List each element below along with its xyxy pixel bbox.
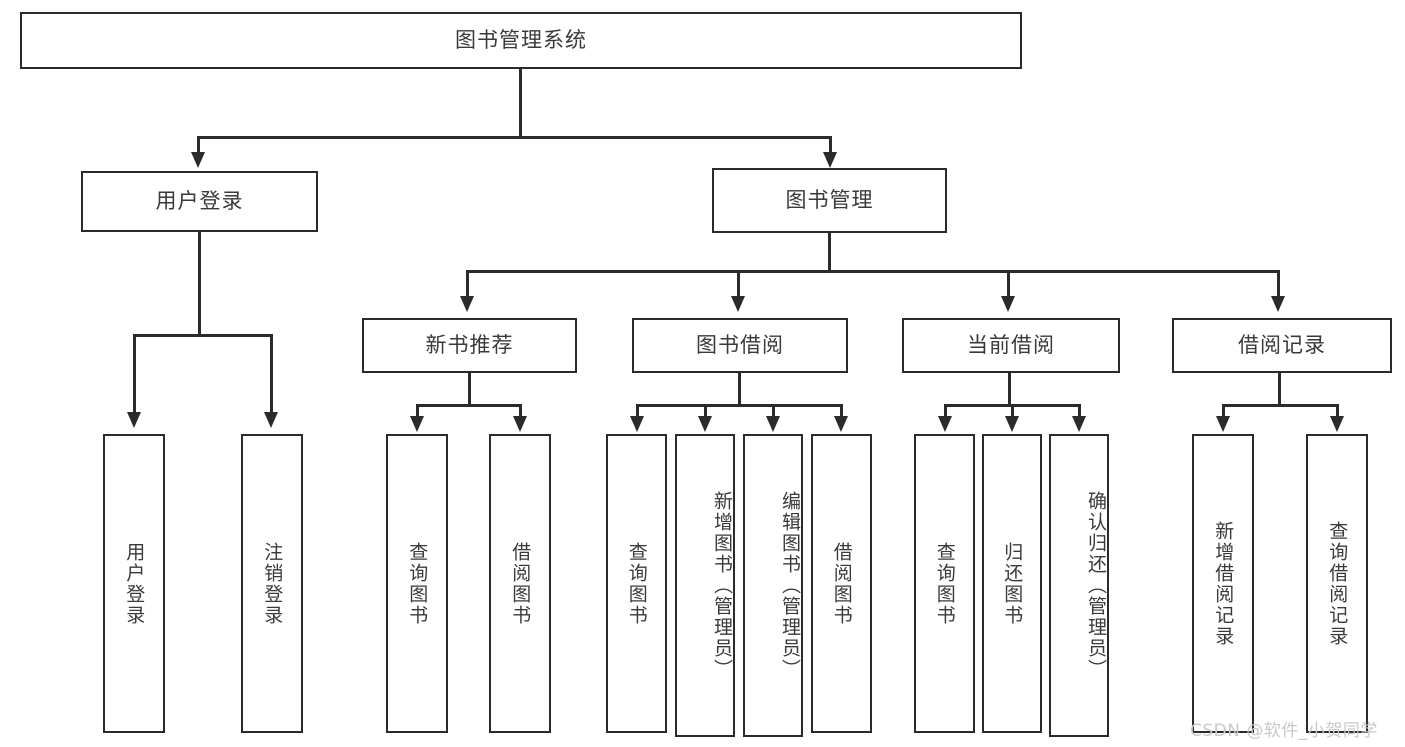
leaf-query-book-bb[interactable]: 查询图书 bbox=[606, 434, 667, 733]
arrow-nbr-leaf-2 bbox=[513, 416, 527, 432]
connector-nbr-drop-2 bbox=[519, 404, 522, 418]
connector-bb-drop-1 bbox=[636, 404, 639, 418]
leaf-label: 归还图书 bbox=[1001, 541, 1024, 626]
connector-br-stem bbox=[1278, 373, 1281, 405]
arrow-nbr-leaf-1 bbox=[410, 416, 424, 432]
node-new-book-recommend[interactable]: 新书推荐 bbox=[362, 318, 577, 373]
arrow-br-leaf-2 bbox=[1330, 416, 1344, 432]
leaf-add-book-admin[interactable]: 新增图书（管理员） bbox=[675, 434, 735, 737]
leaf-label: 查询图书 bbox=[625, 541, 648, 626]
arrow-cb-leaf-3 bbox=[1072, 416, 1086, 432]
arrow-to-borrow-record bbox=[1271, 296, 1285, 312]
node-label: 新书推荐 bbox=[425, 332, 514, 357]
node-user-login[interactable]: 用户登录 bbox=[81, 171, 318, 232]
connector-user-login-drop-1 bbox=[133, 334, 136, 416]
connector-bm-drop-new-book bbox=[466, 270, 469, 300]
connector-nbr-stem bbox=[468, 373, 471, 405]
connector-bb-bar bbox=[636, 404, 842, 407]
connector-root-bar bbox=[197, 136, 831, 139]
connector-bm-drop-record bbox=[1277, 270, 1280, 300]
leaf-label: 查询图书 bbox=[933, 541, 956, 626]
leaf-confirm-return-admin[interactable]: 确认归还（管理员） bbox=[1049, 434, 1109, 737]
leaf-label: 借阅图书 bbox=[830, 541, 853, 626]
leaf-label: 新增借阅记录 bbox=[1212, 520, 1235, 647]
leaf-label: 查询图书 bbox=[406, 541, 429, 626]
leaf-label: 查询借阅记录 bbox=[1326, 520, 1349, 647]
leaf-query-book-nbr[interactable]: 查询图书 bbox=[386, 434, 448, 733]
leaf-edit-book-admin[interactable]: 编辑图书（管理员） bbox=[743, 434, 803, 737]
connector-user-login-drop-2 bbox=[270, 334, 273, 416]
node-label: 当前借阅 bbox=[967, 332, 1055, 357]
node-root-book-management-system[interactable]: 图书管理系统 bbox=[20, 12, 1022, 69]
connector-cb-drop-1 bbox=[944, 404, 947, 418]
node-label: 图书借阅 bbox=[696, 332, 784, 357]
arrow-to-new-book-recommend bbox=[460, 296, 474, 312]
connector-br-drop-2 bbox=[1336, 404, 1339, 418]
arrow-bb-leaf-3 bbox=[766, 416, 780, 432]
connector-br-bar bbox=[1222, 404, 1338, 407]
connector-root-stem bbox=[519, 69, 522, 137]
connector-user-login-stem bbox=[198, 232, 201, 335]
leaf-return-book[interactable]: 归还图书 bbox=[982, 434, 1042, 733]
arrow-root-to-user-login bbox=[191, 152, 205, 168]
arrow-to-leaf-user-login bbox=[127, 412, 141, 428]
connector-nbr-bar bbox=[416, 404, 521, 407]
connector-cb-drop-2 bbox=[1011, 404, 1014, 418]
connector-cb-drop-3 bbox=[1078, 404, 1081, 418]
leaf-borrow-book-bb[interactable]: 借阅图书 bbox=[811, 434, 872, 733]
node-book-management[interactable]: 图书管理 bbox=[712, 168, 947, 233]
node-current-borrow[interactable]: 当前借阅 bbox=[902, 318, 1120, 373]
connector-book-management-bar bbox=[466, 270, 1279, 273]
connector-bm-drop-borrow bbox=[737, 270, 740, 300]
connector-bb-drop-4 bbox=[840, 404, 843, 418]
arrow-to-leaf-logout bbox=[264, 412, 278, 428]
connector-bb-drop-3 bbox=[772, 404, 775, 418]
node-label: 借阅记录 bbox=[1238, 332, 1326, 357]
arrow-to-book-borrow bbox=[731, 296, 745, 312]
connector-root-to-book-management bbox=[829, 136, 832, 158]
leaf-borrow-book-nbr[interactable]: 借阅图书 bbox=[489, 434, 551, 733]
leaf-logout[interactable]: 注销登录 bbox=[241, 434, 303, 733]
leaf-add-borrow-record[interactable]: 新增借阅记录 bbox=[1192, 434, 1254, 733]
node-book-borrow[interactable]: 图书借阅 bbox=[632, 318, 848, 373]
arrow-cb-leaf-2 bbox=[1005, 416, 1019, 432]
leaf-query-borrow-record[interactable]: 查询借阅记录 bbox=[1306, 434, 1368, 733]
connector-root-to-user-login bbox=[197, 136, 200, 158]
leaf-user-login[interactable]: 用户登录 bbox=[103, 434, 165, 733]
node-label: 用户登录 bbox=[155, 188, 244, 213]
connector-user-login-bar bbox=[133, 334, 272, 337]
leaf-label: 编辑图书（管理员） bbox=[779, 491, 801, 680]
connector-nbr-drop-1 bbox=[416, 404, 419, 418]
connector-book-management-stem bbox=[828, 233, 831, 272]
connector-br-drop-1 bbox=[1222, 404, 1225, 418]
connector-bb-drop-2 bbox=[704, 404, 707, 418]
arrow-bb-leaf-2 bbox=[698, 416, 712, 432]
leaf-label: 用户登录 bbox=[123, 541, 146, 626]
connector-bb-stem bbox=[738, 373, 741, 405]
node-borrow-record[interactable]: 借阅记录 bbox=[1172, 318, 1392, 373]
arrow-cb-leaf-1 bbox=[938, 416, 952, 432]
leaf-label: 确认归还（管理员） bbox=[1085, 491, 1107, 680]
node-label: 图书管理 bbox=[785, 187, 874, 212]
leaf-label: 注销登录 bbox=[261, 541, 284, 626]
arrow-to-current-borrow bbox=[1001, 296, 1015, 312]
leaf-query-book-cb[interactable]: 查询图书 bbox=[914, 434, 975, 733]
arrow-bb-leaf-1 bbox=[630, 416, 644, 432]
arrow-br-leaf-1 bbox=[1216, 416, 1230, 432]
connector-bm-drop-current bbox=[1007, 270, 1010, 300]
node-label: 图书管理系统 bbox=[455, 27, 587, 52]
leaf-label: 新增图书（管理员） bbox=[711, 491, 733, 680]
connector-cb-stem bbox=[1008, 373, 1011, 405]
arrow-root-to-book-management bbox=[823, 152, 837, 168]
leaf-label: 借阅图书 bbox=[509, 541, 532, 626]
arrow-bb-leaf-4 bbox=[834, 416, 848, 432]
